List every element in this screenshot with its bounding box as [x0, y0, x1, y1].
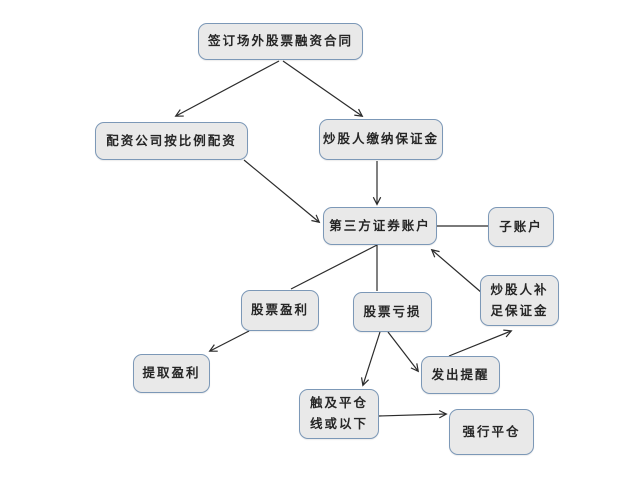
node-label: 股票盈利	[250, 302, 309, 318]
node-sign-contract: 签订场外股票融资合同	[198, 23, 363, 60]
node-third-party-account: 第三方证券账户	[323, 207, 437, 245]
node-replenish-margin: 炒股人补 足保证金	[480, 275, 559, 326]
node-label: 触及平仓 线或以下	[309, 395, 368, 431]
node-sub-account: 子账户	[488, 207, 554, 247]
node-label: 提取盈利	[142, 365, 201, 381]
edge-send-reminder-to-replenish-margin	[448, 329, 513, 357]
node-label: 炒股人缴纳保证金	[322, 131, 439, 147]
edge-touch-line-to-forced-liquidation	[378, 409, 448, 419]
edge-financing-company-to-third-party-account	[243, 159, 321, 224]
node-send-reminder: 发出提醒	[421, 356, 500, 394]
edge-stock-profit-to-withdraw-profit	[208, 330, 250, 352]
edge-layer	[174, 60, 513, 419]
node-label: 子账户	[499, 218, 543, 234]
node-label: 股票亏损	[363, 303, 422, 319]
node-label: 发出提醒	[431, 366, 490, 382]
node-withdraw-profit: 提取盈利	[133, 354, 210, 393]
edge-stock-loss-to-touch-line	[360, 331, 381, 387]
node-stock-profit: 股票盈利	[241, 290, 319, 331]
node-label: 配资公司按比例配资	[106, 132, 237, 148]
node-touch-line: 触及平仓 线或以下	[299, 389, 379, 439]
edge-replenish-margin-to-third-party-account	[430, 248, 483, 294]
edge-stock-loss-to-send-reminder	[387, 331, 420, 373]
node-forced-liquidation: 强行平仓	[449, 409, 534, 455]
node-label: 强行平仓	[462, 423, 521, 439]
node-trader-margin: 炒股人缴纳保证金	[319, 119, 443, 160]
node-financing-company: 配资公司按比例配资	[95, 122, 248, 160]
edge-sign-contract-to-trader-margin	[282, 60, 364, 117]
edge-sign-contract-to-financing-company	[174, 60, 280, 117]
node-stock-loss: 股票亏损	[353, 292, 432, 332]
node-label: 炒股人补 足保证金	[490, 281, 549, 318]
node-label: 第三方证券账户	[329, 217, 431, 233]
edge-third-party-account-to-stock-profit	[290, 244, 378, 290]
node-label: 签订场外股票融资合同	[207, 33, 353, 49]
